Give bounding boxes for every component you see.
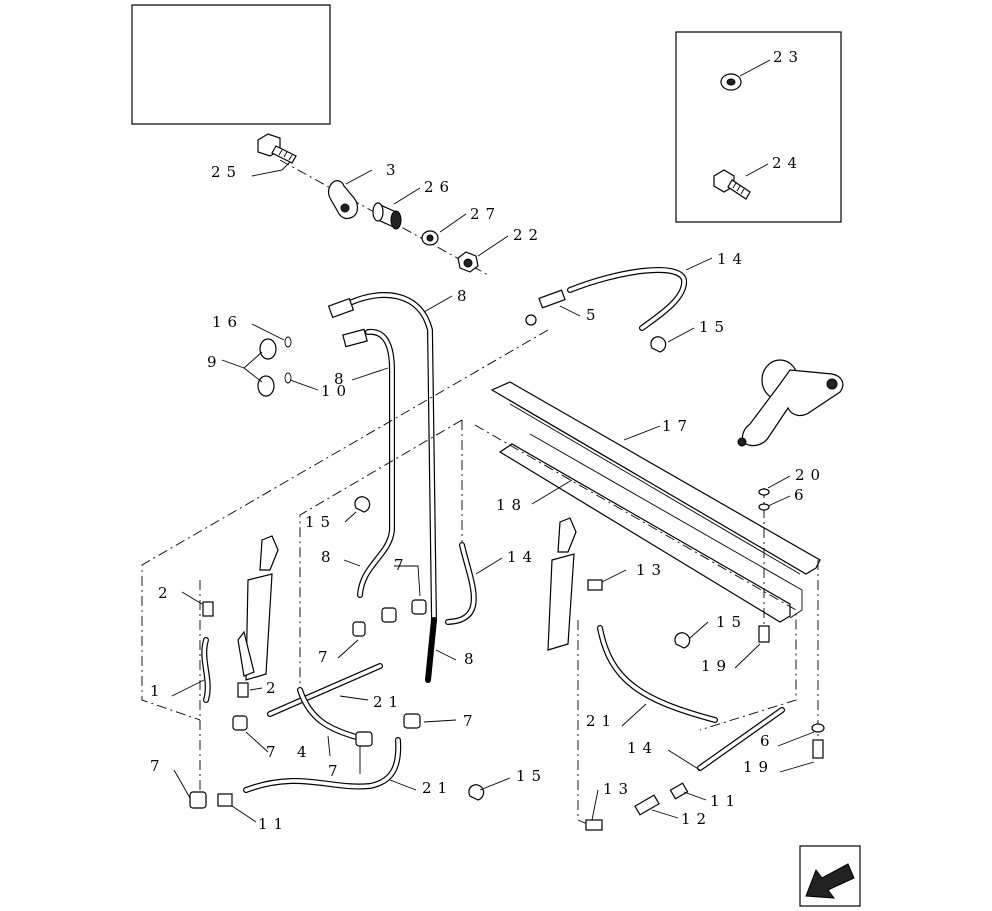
bushing-26 xyxy=(372,202,402,230)
lift-arm xyxy=(737,359,844,447)
bolt-19-bottom xyxy=(812,739,824,759)
elbow-fittings xyxy=(189,599,427,809)
callout-21-mid: 21 xyxy=(373,693,404,711)
bolt-25 xyxy=(257,133,297,164)
callout-19-top: 19 xyxy=(701,657,732,675)
callout-19-bottom: 19 xyxy=(743,758,774,776)
dash-outline-right xyxy=(461,420,797,731)
callout-7-c: 7 xyxy=(266,743,282,761)
cylinder-right xyxy=(547,517,577,651)
callout-15-bottom: 15 xyxy=(516,767,547,785)
caps-9 xyxy=(257,338,277,397)
washer-23 xyxy=(720,73,742,91)
fitting-11-right xyxy=(669,782,689,800)
washer-6-top xyxy=(758,503,770,511)
callout-8-top: 8 xyxy=(457,287,473,305)
washer-6-bottom xyxy=(811,723,825,733)
bracket-3 xyxy=(327,180,359,220)
callout-25: 25 xyxy=(211,163,242,181)
cylinder-left xyxy=(237,535,279,681)
callout-11-right: 11 xyxy=(710,792,741,810)
bolt-19-top xyxy=(758,625,770,643)
callout-22: 22 xyxy=(513,226,544,244)
callout-7-e: 7 xyxy=(328,762,344,780)
callout-10: 10 xyxy=(321,382,352,400)
callout-21-bottom: 21 xyxy=(422,779,453,797)
fitting-13-top xyxy=(587,579,603,591)
fitting-13-bottom xyxy=(585,819,603,831)
clamp-15-mid xyxy=(354,496,371,513)
callout-7-a: 7 xyxy=(394,556,410,574)
callout-7-b: 7 xyxy=(318,648,334,666)
dash-outline-mid xyxy=(299,419,463,700)
callout-24: 24 xyxy=(772,154,803,172)
callout-14-mid: 14 xyxy=(507,548,538,566)
callout-14-top: 14 xyxy=(717,250,748,268)
callout-6-bottom: 6 xyxy=(760,732,776,750)
callout-3: 3 xyxy=(386,161,402,179)
washer-20 xyxy=(758,488,770,496)
bolt-24 xyxy=(713,169,751,200)
callout-2-top: 2 xyxy=(158,584,174,602)
fitting-12 xyxy=(634,794,660,816)
hose-fittings-top xyxy=(327,297,368,348)
callout-26: 26 xyxy=(424,178,455,196)
fitting-2-top xyxy=(202,601,214,617)
callout-15-right: 15 xyxy=(716,613,747,631)
callout-6-top: 6 xyxy=(794,486,810,504)
callout-2-bottom: 2 xyxy=(266,679,282,697)
callout-15-mid: 15 xyxy=(305,513,336,531)
callout-20: 20 xyxy=(795,466,826,484)
callout-13-bottom: 13 xyxy=(603,780,634,798)
callout-21-right: 21 xyxy=(586,712,617,730)
callout-15-top: 15 xyxy=(699,318,730,336)
callout-16: 16 xyxy=(212,313,243,331)
callout-7-d: 7 xyxy=(463,712,479,730)
detail-inset-frame xyxy=(675,31,842,223)
dash-outline-left xyxy=(141,329,549,721)
hose-21-right xyxy=(597,625,718,723)
callout-1: 1 xyxy=(150,682,166,700)
nut-22 xyxy=(457,251,479,273)
callout-13-top: 13 xyxy=(636,561,667,579)
callout-4: 4 xyxy=(297,743,313,761)
callout-labels: 25 3 26 27 22 23 24 14 8 5 16 15 9 10 8 … xyxy=(150,48,826,833)
callout-12: 12 xyxy=(681,810,712,828)
clamp-15-top xyxy=(650,336,667,353)
dash-outline-bottom xyxy=(577,620,593,827)
callout-5: 5 xyxy=(586,306,602,324)
callout-8-lower: 8 xyxy=(321,548,337,566)
callout-9: 9 xyxy=(207,353,223,371)
callout-11-left: 11 xyxy=(258,815,289,833)
callout-17: 17 xyxy=(662,417,693,435)
fitting-2-bottom xyxy=(237,682,249,698)
callout-8-mid: 8 xyxy=(334,370,350,388)
o-rings-16-10 xyxy=(284,336,292,384)
callout-18: 18 xyxy=(496,496,527,514)
callout-23: 23 xyxy=(773,48,804,66)
callout-7-f: 7 xyxy=(150,757,166,775)
washer-27 xyxy=(421,230,439,246)
hose-8-lower xyxy=(425,617,437,683)
orientation-arrow-icon xyxy=(799,845,861,907)
title-frame xyxy=(131,4,331,125)
fitting-5 xyxy=(525,289,566,326)
clamp-15-bottom xyxy=(468,784,485,801)
callout-8-right: 8 xyxy=(464,650,480,668)
callout-14-bottom: 14 xyxy=(627,739,658,757)
leader-lines xyxy=(171,59,815,823)
clamp-15-right xyxy=(674,632,691,649)
callout-27: 27 xyxy=(470,205,501,223)
